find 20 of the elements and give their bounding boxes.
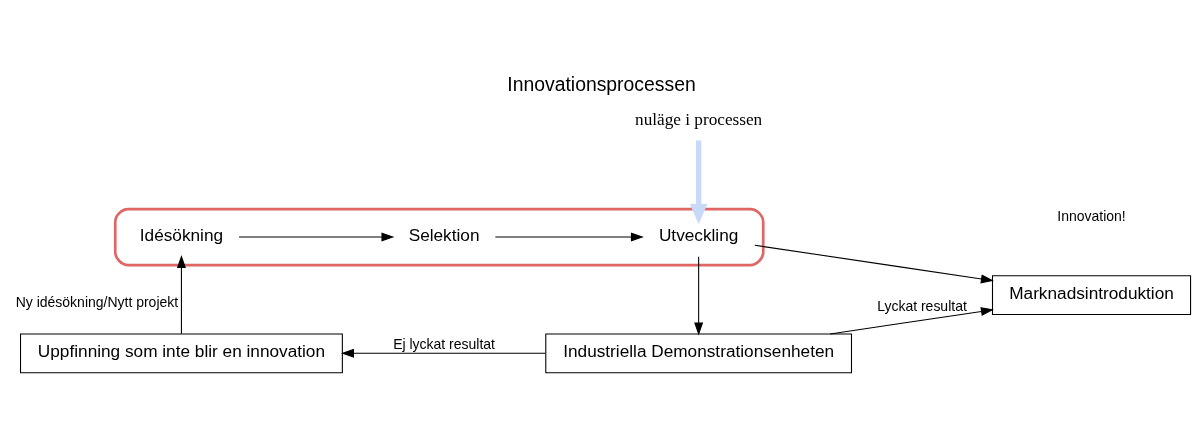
arrow <box>176 255 186 335</box>
node-text: Utveckling <box>658 225 739 246</box>
node-text: Idésökning <box>139 225 224 246</box>
node-box: Uppfinning som inte blir en innovation <box>20 333 343 374</box>
diagram-title: Innovationsprocessen <box>507 73 696 96</box>
arrow <box>341 348 546 358</box>
edge-label: Ny idésökning/Nytt projekt <box>15 293 179 310</box>
node-box: Marknadsintroduktion <box>991 275 1192 316</box>
node-text: Selektion <box>408 225 480 246</box>
node-box: Industriella Demonstrationsenheten <box>545 333 853 374</box>
arrow <box>694 256 704 336</box>
node-text: nuläge i processen <box>635 109 763 129</box>
label: Innovation! <box>1057 208 1126 225</box>
edge-label: Ej lyckat resultat <box>393 336 495 353</box>
arrow <box>238 232 395 242</box>
edge-label: Lyckat resultat <box>877 297 967 314</box>
arrow <box>829 307 994 335</box>
arrow <box>754 244 994 284</box>
arrow <box>494 232 644 242</box>
arrow <box>689 140 708 225</box>
